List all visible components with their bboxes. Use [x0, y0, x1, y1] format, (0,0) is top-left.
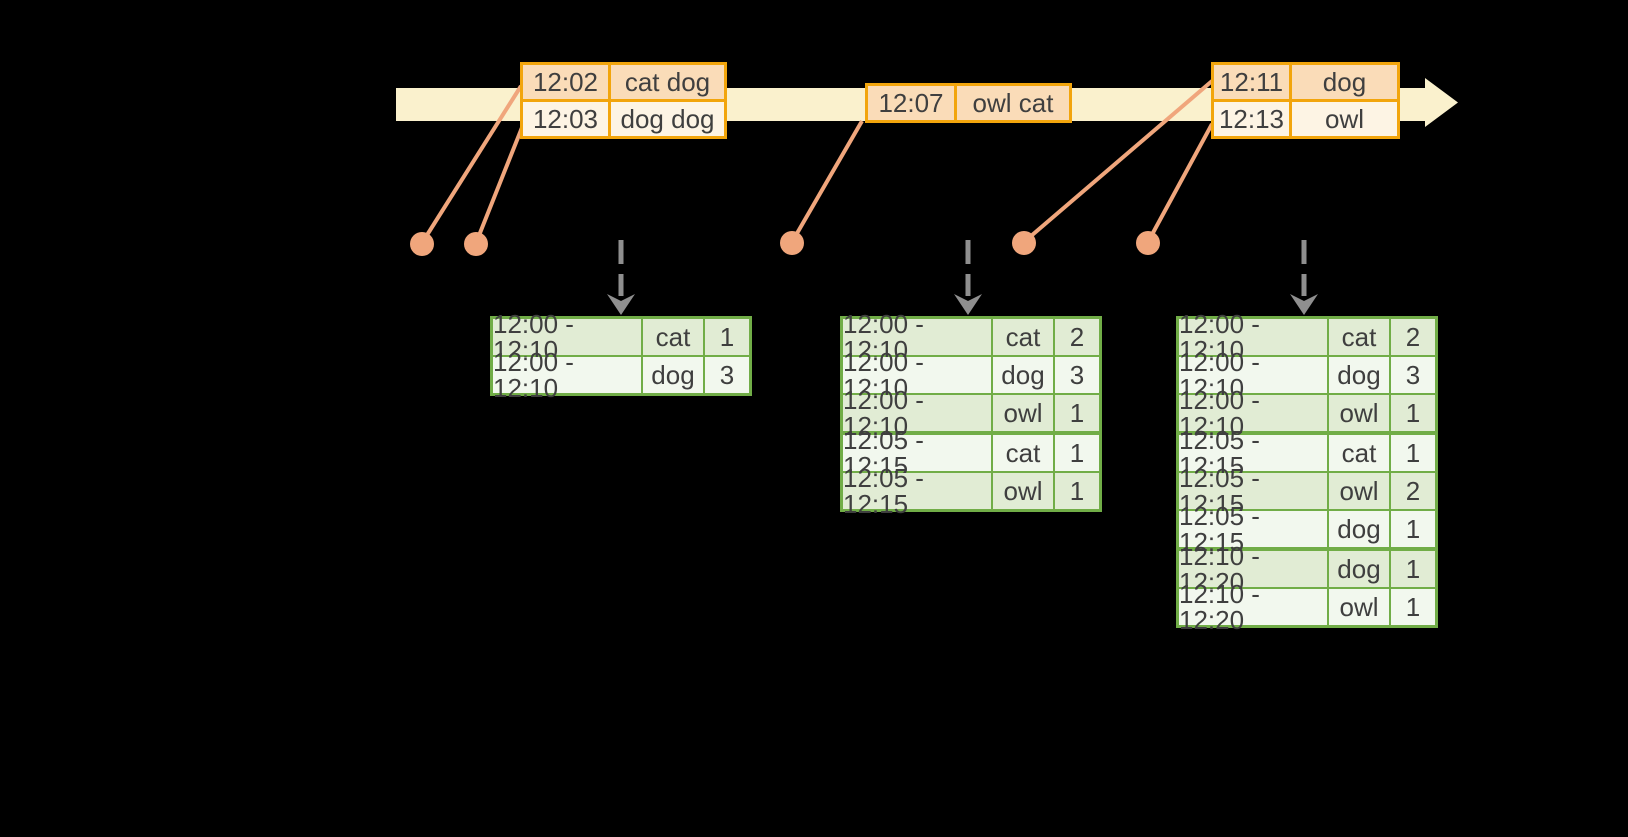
- result-word-cell: owl: [1329, 473, 1389, 509]
- event-words-cell: dog dog: [611, 102, 724, 136]
- event-time-cell: 12:02: [523, 65, 608, 99]
- result-word-cell: owl: [993, 395, 1053, 431]
- connector-line: [1022, 79, 1214, 244]
- result-word-cell: owl: [993, 473, 1053, 509]
- connector-line: [1146, 123, 1214, 243]
- event-time-cell: 12:07: [868, 86, 954, 120]
- result-word-cell: owl: [1329, 589, 1389, 625]
- result-window-cell: 12:05 - 12:15: [1179, 465, 1327, 517]
- result-word-cell: dog: [1329, 357, 1389, 393]
- trigger-arrow: [954, 240, 982, 315]
- result-count-cell: 1: [705, 319, 749, 355]
- result-word-cell: cat: [1329, 435, 1389, 471]
- result-count-cell: 1: [1391, 589, 1435, 625]
- result-count-cell: 1: [1391, 435, 1435, 471]
- result-count-cell: 1: [1055, 395, 1099, 431]
- result-window-cell: 12:00 - 12:10: [1179, 387, 1327, 439]
- result-window-cell: 12:00 - 12:10: [843, 311, 991, 363]
- event-time-cell: 12:13: [1214, 102, 1289, 136]
- result-count-cell: 1: [1055, 473, 1099, 509]
- result-word-cell: cat: [993, 319, 1053, 355]
- event-dot: [1012, 231, 1036, 255]
- result-window-cell: 12:10 - 12:20: [1179, 543, 1327, 595]
- result-count-cell: 1: [1391, 511, 1435, 547]
- result-window-cell: 12:05 - 12:15: [1179, 503, 1327, 555]
- result-window-cell: 12:00 - 12:10: [493, 311, 641, 363]
- connector-line: [474, 124, 525, 244]
- result-word-cell: cat: [993, 435, 1053, 471]
- event-words-cell: owl cat: [957, 86, 1069, 120]
- result-count-cell: 2: [1391, 473, 1435, 509]
- trigger-arrow: [607, 240, 635, 315]
- trigger-arrow-head: [607, 294, 635, 315]
- event-time-cell: 12:11: [1214, 65, 1289, 99]
- event-words-cell: cat dog: [611, 65, 724, 99]
- event-time-cell: 12:03: [523, 102, 608, 136]
- result-word-cell: dog: [993, 357, 1053, 393]
- trigger-arrow: [1290, 240, 1318, 315]
- result-count-cell: 3: [705, 357, 749, 393]
- event-dot: [780, 231, 804, 255]
- event-dot: [1136, 231, 1160, 255]
- connector-line: [790, 119, 864, 244]
- event-words-cell: dog: [1292, 65, 1397, 99]
- result-window-cell: 12:00 - 12:10: [1179, 311, 1327, 363]
- result-word-cell: dog: [643, 357, 703, 393]
- result-word-cell: owl: [1329, 395, 1389, 431]
- result-count-cell: 3: [1391, 357, 1435, 393]
- result-window-cell: 12:00 - 12:10: [1179, 349, 1327, 401]
- result-window-cell: 12:00 - 12:10: [843, 349, 991, 401]
- result-count-cell: 1: [1055, 435, 1099, 471]
- connector-line: [420, 84, 523, 245]
- event-dot: [410, 232, 434, 256]
- result-word-cell: cat: [643, 319, 703, 355]
- result-word-cell: dog: [1329, 511, 1389, 547]
- trigger-arrow-head: [1290, 294, 1318, 315]
- result-count-cell: 1: [1391, 551, 1435, 587]
- event-words-cell: owl: [1292, 102, 1397, 136]
- result-window-cell: 12:00 - 12:10: [493, 349, 641, 401]
- result-word-cell: cat: [1329, 319, 1389, 355]
- result-window-cell: 12:05 - 12:15: [843, 465, 991, 517]
- result-window-cell: 12:10 - 12:20: [1179, 581, 1327, 633]
- result-count-cell: 2: [1391, 319, 1435, 355]
- event-dot: [464, 232, 488, 256]
- result-count-cell: 3: [1055, 357, 1099, 393]
- trigger-arrow-head: [954, 294, 982, 315]
- result-word-cell: dog: [1329, 551, 1389, 587]
- result-count-cell: 2: [1055, 319, 1099, 355]
- result-count-cell: 1: [1391, 395, 1435, 431]
